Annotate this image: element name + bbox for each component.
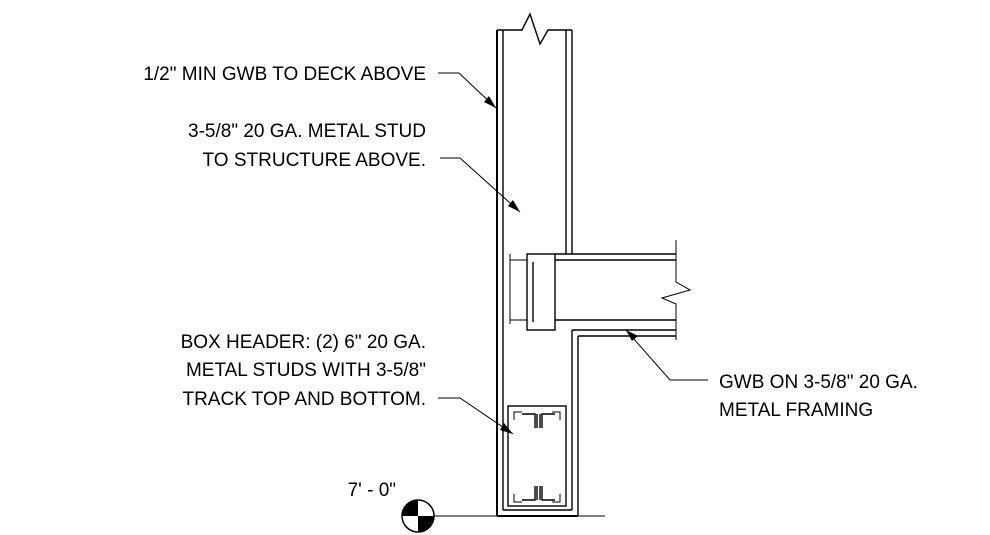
arrowhead — [626, 330, 638, 341]
soffit-framing — [555, 240, 692, 340]
box-header — [507, 405, 567, 507]
arrowhead — [500, 423, 513, 434]
label-header-line1: BOX HEADER: (2) 6" 20 GA. — [181, 332, 426, 353]
label-stud-line2: TO STRUCTURE ABOVE. — [203, 150, 426, 171]
track-header — [509, 253, 556, 331]
leaders — [438, 72, 708, 435]
label-framing-line2: METAL FRAMING — [719, 400, 873, 421]
label-framing-line1: GWB ON 3-5/8" 20 GA. — [719, 372, 918, 393]
arrowhead — [484, 96, 496, 108]
label-elevation: 7' - 0" — [348, 480, 396, 501]
arrowhead — [508, 200, 520, 212]
soffit-wall — [571, 330, 579, 516]
label-gwb-to-deck: 1/2" MIN GWB TO DECK ABOVE — [143, 64, 426, 85]
label-stud-line1: 3-5/8" 20 GA. METAL STUD — [188, 121, 426, 142]
elevation-marker — [401, 499, 435, 533]
label-header-line3: TRACK TOP AND BOTTOM. — [182, 389, 426, 410]
label-header-line2: METAL STUDS WITH 3-5/8" — [186, 360, 426, 381]
